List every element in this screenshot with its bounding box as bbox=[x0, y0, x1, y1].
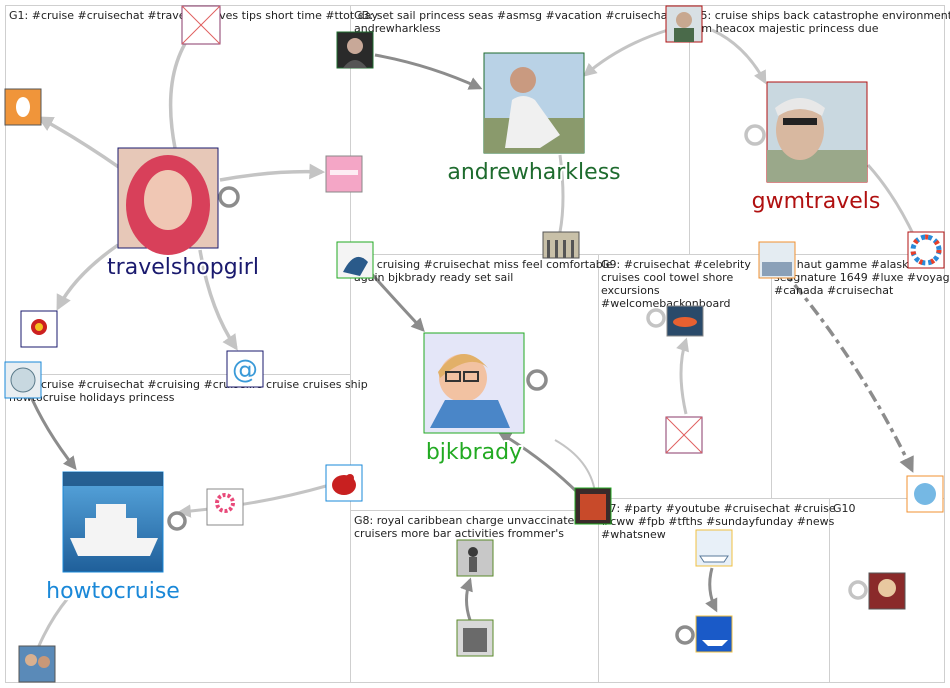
small-node[interactable] bbox=[543, 232, 579, 258]
svg-text:@: @ bbox=[232, 355, 258, 385]
self-loop bbox=[648, 310, 664, 326]
avatar bbox=[767, 150, 867, 182]
avatar bbox=[96, 504, 126, 518]
small-node[interactable] bbox=[869, 573, 905, 609]
small-node[interactable] bbox=[696, 616, 732, 652]
avatar bbox=[70, 538, 158, 556]
edge bbox=[467, 580, 471, 620]
edge bbox=[40, 118, 120, 168]
small-node[interactable] bbox=[907, 476, 943, 512]
small-node[interactable] bbox=[337, 242, 373, 278]
self-loop bbox=[850, 582, 866, 598]
node-andrewharkless[interactable] bbox=[484, 53, 584, 153]
self-loop bbox=[677, 627, 693, 643]
small-node[interactable] bbox=[575, 488, 611, 524]
group-label-g3: G3: set sail princess seas #asmsg #vacat… bbox=[354, 9, 672, 35]
small-node[interactable] bbox=[457, 620, 493, 656]
small-node[interactable] bbox=[908, 232, 944, 268]
group-label-g5: G5: cruise ships back catastrophe enviro… bbox=[692, 9, 950, 35]
small-node[interactable]: @ bbox=[227, 351, 263, 387]
avatar bbox=[144, 170, 192, 230]
group-label-g4: G4: cruising #cruisechat miss feel comfo… bbox=[354, 258, 613, 284]
small-node[interactable] bbox=[182, 6, 220, 44]
edge bbox=[712, 30, 765, 82]
node-bjkbrady[interactable] bbox=[424, 333, 524, 433]
edge bbox=[171, 28, 196, 148]
small-node[interactable] bbox=[207, 489, 243, 525]
self-loop bbox=[528, 371, 546, 389]
small-node[interactable] bbox=[21, 311, 57, 347]
edge bbox=[180, 486, 326, 512]
node-label-howtocruise: howtocruise bbox=[46, 579, 180, 604]
edge bbox=[681, 340, 686, 414]
small-node[interactable] bbox=[326, 465, 362, 501]
node-label-bjkbrady: bjkbrady bbox=[426, 440, 522, 465]
small-node[interactable] bbox=[337, 32, 373, 68]
edge bbox=[375, 55, 480, 88]
node-label-gwmtravels: gwmtravels bbox=[752, 189, 881, 214]
small-node[interactable] bbox=[759, 242, 795, 278]
avatar bbox=[783, 118, 817, 125]
edge bbox=[585, 30, 668, 75]
edge bbox=[220, 172, 322, 180]
small-node[interactable] bbox=[666, 417, 702, 453]
self-loop bbox=[746, 126, 764, 144]
node-howtocruise[interactable] bbox=[63, 472, 163, 572]
small-node[interactable] bbox=[5, 89, 41, 125]
small-node[interactable] bbox=[457, 540, 493, 576]
group-label-g10: G10 bbox=[833, 502, 856, 515]
self-loop bbox=[220, 188, 238, 206]
node-travelshopgirl[interactable] bbox=[118, 148, 218, 255]
node-label-travelshopgirl: travelshopgirl bbox=[107, 255, 259, 280]
edge bbox=[38, 598, 68, 648]
avatar bbox=[510, 67, 536, 93]
self-loop bbox=[169, 513, 185, 529]
small-node[interactable] bbox=[5, 362, 41, 398]
small-node[interactable] bbox=[19, 646, 55, 682]
small-node[interactable] bbox=[666, 6, 702, 42]
node-gwmtravels[interactable] bbox=[767, 82, 867, 182]
avatar bbox=[63, 472, 163, 486]
small-node[interactable] bbox=[667, 306, 703, 336]
small-node[interactable] bbox=[696, 530, 732, 566]
avatar bbox=[85, 518, 137, 538]
edge bbox=[710, 568, 716, 610]
small-node[interactable] bbox=[326, 156, 362, 192]
group-label-g2: G2: #cruise #cruisechat #cruising #cruis… bbox=[9, 378, 368, 404]
edge bbox=[555, 440, 595, 492]
node-label-andrewharkless: andrewharkless bbox=[447, 160, 620, 185]
